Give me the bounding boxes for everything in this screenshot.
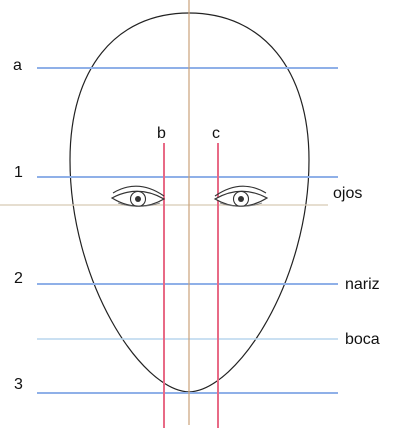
label-c: c [212, 125, 220, 142]
label-2: 2 [14, 270, 23, 287]
label-nariz: nariz [345, 276, 380, 293]
left-eye-icon [110, 185, 166, 208]
label-a: a [13, 57, 22, 74]
label-1: 1 [14, 164, 23, 181]
label-boca: boca [345, 331, 380, 348]
label-ojos: ojos [333, 185, 362, 202]
label-3: 3 [14, 376, 23, 393]
label-b: b [157, 125, 166, 142]
right-eye-icon [213, 185, 269, 208]
